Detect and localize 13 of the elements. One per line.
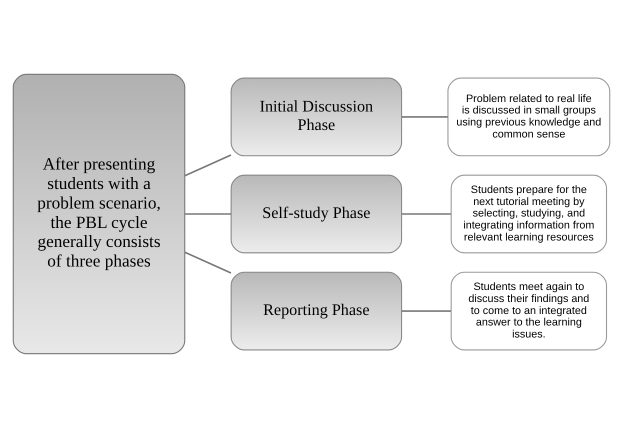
connector bbox=[402, 213, 451, 215]
node-box: Students prepare for the next tutorial meeting by selecting, studying, and integrating information from relevant learning resources bbox=[450, 174, 608, 254]
node-box: Problem related to real life is discussed in small groups using previous knowledge and common sense bbox=[447, 78, 610, 156]
connector bbox=[402, 116, 448, 118]
node-box: Reporting Phase bbox=[230, 272, 402, 350]
node-box: Self-study Phase bbox=[230, 174, 402, 254]
connector bbox=[184, 251, 232, 274]
node-box: Students meet again to discuss their findings and to come to an integrated answer to the learning issues. bbox=[450, 272, 608, 350]
connector bbox=[184, 213, 231, 215]
node-box: Initial Discussion Phase bbox=[230, 78, 402, 156]
connector bbox=[402, 310, 451, 312]
connector bbox=[184, 154, 232, 177]
node-box: After presenting students with a problem scenario, the PBL cycle generally consists of three phases bbox=[12, 74, 186, 354]
